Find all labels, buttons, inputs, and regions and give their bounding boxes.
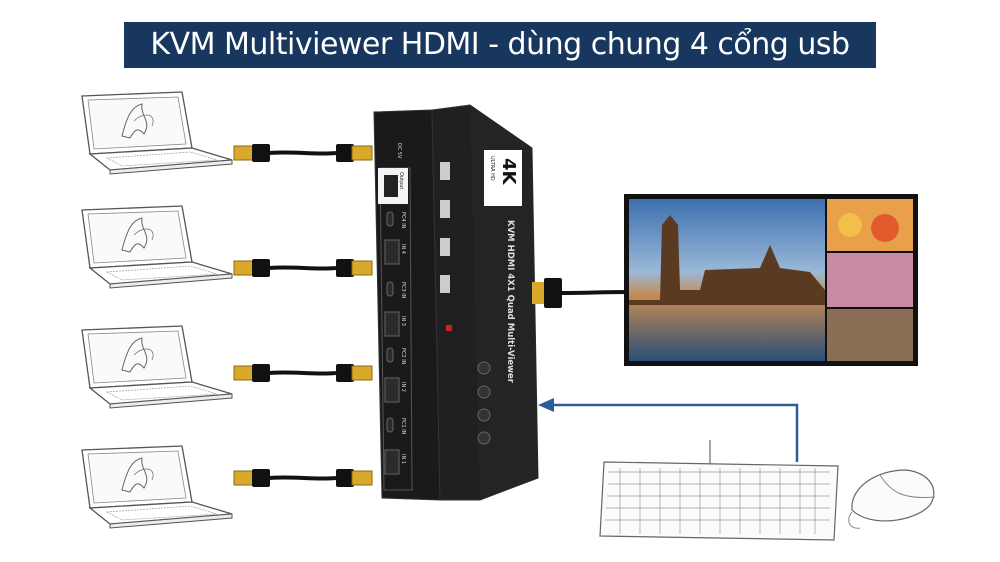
laptop-3 [81,325,233,409]
port-in1: IN 1 [400,454,406,464]
port-pc1: PC1 IN [400,418,406,435]
monitor [624,194,918,366]
screen-restaurant [827,309,913,361]
port-in3: IN 3 [400,316,406,326]
laptop-1 [81,91,233,175]
screen-blossom [827,253,913,307]
port-pc2: PC2 IN [400,348,406,365]
device-badge-sub: ULTRA HD [489,156,495,181]
laptop-2 [81,205,233,289]
laptop-4 [81,445,233,529]
port-output: Output [398,172,404,189]
device-badge: 4K [498,158,519,186]
hdmi-cable-3 [232,362,374,384]
output-hdmi-cable [532,278,631,308]
port-in4: IN 4 [400,244,406,254]
port-pc4: PC4 IN [400,212,406,229]
page-title: KVM Multiviewer HDMI - dùng chung 4 cổng… [124,22,876,68]
mouse [848,469,936,529]
port-pc3: PC3 IN [400,282,406,299]
hdmi-cable-4 [232,467,374,489]
hdmi-cable-1 [232,142,374,164]
device-model: KVM HDMI 4X1 Quad Multi-Viewer [505,220,515,384]
usb-connection-arrow [550,403,799,462]
keyboard [599,461,839,541]
port-in2: IN 2 [400,382,406,392]
port-dc: DC 5V [396,143,402,159]
hdmi-cable-2 [232,257,374,279]
kvm-device: 4K ULTRA HD KVM HDMI 4X1 Quad Multi-View… [373,104,539,501]
